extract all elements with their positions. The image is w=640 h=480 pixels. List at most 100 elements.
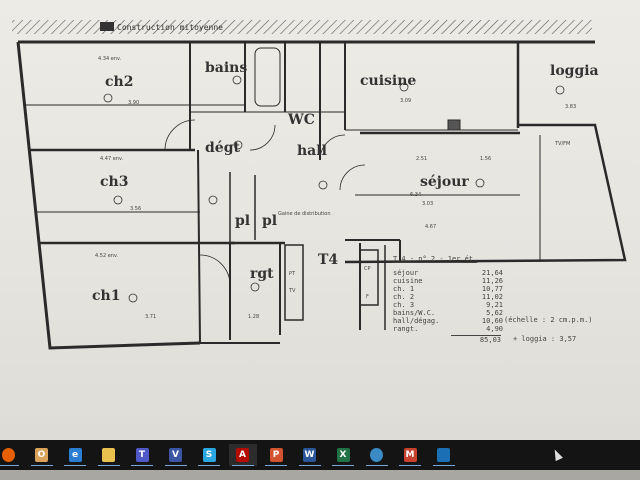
header-marker [100,22,114,31]
dim: 1.56 [480,156,491,162]
label-cp: CP [364,266,371,272]
room-loggia: loggia [550,63,599,79]
walls [16,40,627,350]
area-value: 5,62 [486,309,503,317]
room-pl-1: pl [235,213,250,229]
dim: 3.83 [565,104,576,110]
area-row: séjour 21,64 [393,269,503,277]
running-indicator [198,465,220,466]
area-row: ch. 2 11,02 [393,293,503,301]
acrobat-icon: A [236,448,249,462]
mail-app-icon: M [403,448,417,462]
taskbar-acrobat-button[interactable]: A [228,444,257,466]
area-table: T.4 - n° 2 - 1er ét. séjour 21,64 cuisine… [393,255,576,344]
photos-icon [437,448,450,462]
dim: 3.03 [422,201,433,207]
visio-icon: V [169,448,182,462]
area-row: bains/W.C. 5,62 [393,309,503,317]
area-label: ch. 3 [393,301,415,309]
area-row: hall/dégag.10,60 [393,317,503,325]
floor-plan: Construction mitoyenne [12,20,627,350]
taskbar-excel-button[interactable]: X [329,444,357,466]
room-rgt: rgt [250,266,274,282]
browser-icon [370,448,383,462]
dim: 3.56 [130,206,141,212]
taskbar-visio-button[interactable]: V [162,444,190,466]
running-indicator [97,465,120,466]
taskbar-file-explorer-button[interactable] [95,444,123,466]
room-ch2: ch2 [105,74,133,90]
area-label: ch. 2 [393,293,415,301]
running-indicator [231,465,254,466]
taskbar-internet-explorer-button[interactable]: e [61,444,89,466]
label-f: F [366,294,369,300]
dim: 3.09 [400,98,411,104]
area-label: rangt. [393,325,419,333]
running-indicator [265,465,287,466]
room-ch1: ch1 [92,288,120,304]
taskbar-skype-button[interactable]: S [195,444,223,466]
area-label: hall/dégag. [393,317,440,325]
dim: 4.52 env. [95,253,119,259]
label-pt: PT [289,271,296,277]
dim: 1.28 [248,314,259,320]
running-indicator [0,465,19,466]
area-total: 85,03 [451,335,501,344]
running-indicator [298,465,321,466]
running-indicator [332,465,354,466]
area-label: bains/W.C. [393,309,436,317]
taskbar-mail-app-button[interactable]: M [396,444,424,466]
area-row: rangt.4,90 [393,325,503,333]
taskbar-outlook-button[interactable]: O [28,444,56,466]
area-label: ch. 1 [393,285,415,293]
area-row: ch. 3 9,21 [393,301,503,309]
area-value: 11,02 [481,293,503,301]
area-value: 9,21 [486,301,503,309]
room-pl-2: pl [262,213,277,229]
room-hall: hall [297,143,327,159]
area-row: ch. 1 10,77 [393,285,503,293]
running-indicator [30,465,53,466]
dim: 4.47 env. [100,156,124,162]
running-indicator [164,465,187,466]
room-sejour: séjour [420,174,469,190]
taskbar-browser-button[interactable] [363,444,391,466]
dim: 3.71 [145,314,156,320]
taskbar-firefox-button[interactable] [0,444,22,466]
party-wall-hatch [12,20,592,34]
room-wc: WC [287,112,315,128]
scale-note: (échelle : 2 cm.p.m.) [504,316,593,324]
taskbar-teams-button[interactable]: T [128,444,156,466]
area-table-title: T.4 - n° 2 - 1er ét. [393,255,478,263]
taskbar-photos-button[interactable] [430,444,458,466]
running-indicator [399,465,421,466]
dim: TV/FM [554,141,570,147]
dim: Gaine de distribution [278,211,331,217]
area-value: 11,26 [481,277,503,285]
dim: 6.34 [410,192,421,198]
room-ch3: ch3 [100,174,128,190]
light-fixture-icons [103,75,565,303]
dim: 4.67 [425,224,436,230]
powerpoint-icon: P [269,448,283,462]
taskbar-powerpoint-button[interactable]: P [262,444,290,466]
room-degt: dégt [205,140,240,156]
running-indicator [432,465,455,466]
area-value: 10,77 [481,285,503,293]
dim: 4.34 env. [98,56,122,62]
skype-icon: S [202,448,216,462]
outlook-icon: O [35,448,48,462]
word-icon: W [303,448,316,462]
area-label: cuisine [393,277,423,285]
file-explorer-icon [102,448,115,462]
room-t4: T4 [318,252,338,268]
running-indicator [64,465,86,466]
area-row: cuisine 11,26 [393,277,503,285]
area-total-row: 85,03+ loggia : 3,57 [393,335,576,344]
area-value: 21,64 [481,269,503,277]
area-label: séjour [393,269,419,277]
dim: 2.51 [416,156,427,162]
monitor-bezel [0,470,640,480]
taskbar-word-button[interactable]: W [296,444,324,466]
